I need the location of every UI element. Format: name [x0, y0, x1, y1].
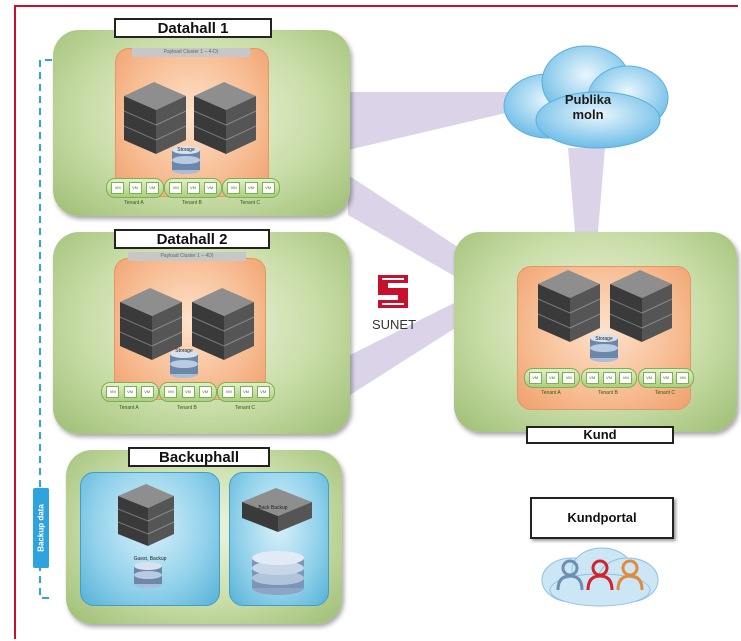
kund-title: Kund: [526, 426, 674, 444]
datahall-2-storage-caption: Storage: [175, 348, 193, 354]
backup-data-label: Backup data: [33, 488, 49, 568]
beam-dh1-kund: [348, 175, 470, 285]
tenant-label: Tenant C: [654, 390, 675, 396]
datahall-1-title: Datahall 1: [114, 18, 272, 38]
user-icon: [616, 559, 644, 591]
tenant-label: Tenant A: [119, 405, 139, 411]
backup-left-devices: [117, 484, 175, 588]
kund-storage-caption: Storage: [595, 336, 613, 342]
diagram-frame: [14, 5, 738, 639]
sunet-label: SUNET: [371, 317, 417, 332]
kund-servers: [537, 270, 673, 362]
server-rack-icon: [193, 82, 257, 154]
tenant-label: Tenant C: [234, 405, 255, 411]
backup-left-caption: Guest, Backup: [133, 556, 167, 562]
storage-icon: [252, 551, 304, 595]
server-rack-icon: [191, 288, 255, 360]
server-rack-icon: [119, 288, 183, 360]
tenant-label: Tenant A: [124, 200, 144, 206]
beam-cloud-kund: [568, 148, 605, 232]
tenant-label: Tenant C: [239, 200, 260, 206]
datahall-1-storage-caption: Storage: [177, 147, 195, 153]
server-rack-icon: [123, 82, 187, 154]
datahall-1-servers: [123, 82, 257, 174]
backup-right-caption: Back Backup: [258, 505, 288, 511]
datahall-1-cluster-label: Payload Cluster 1 – 4-D): [132, 48, 250, 57]
storage-icon: [590, 334, 618, 362]
tenant-label: Tenant B: [177, 405, 197, 411]
backup-appliance-icon: [242, 488, 312, 532]
datahall-2-cluster-label: Payload Cluster 1 – 4D): [128, 252, 246, 261]
backuphall-title: Backuphall: [128, 447, 270, 467]
tenant-label: Tenant A: [541, 390, 561, 396]
tenant-label: Tenant B: [182, 200, 202, 206]
storage-icon: [170, 350, 198, 378]
sunet-logo-icon: [378, 275, 408, 308]
cloud-icon: [503, 45, 669, 149]
kundportal-title[interactable]: Kundportal: [530, 497, 674, 539]
cloud-label: Publika moln: [564, 92, 612, 122]
tenant-label: Tenant B: [598, 390, 618, 396]
backup-dashed-line: [39, 59, 52, 599]
user-icon: [556, 559, 584, 591]
backup-right-devices: [242, 488, 312, 595]
beam-dh1-cloud: [348, 92, 510, 150]
server-rack-icon: [117, 484, 175, 546]
server-rack-icon: [609, 270, 673, 342]
datahall-2-servers: [119, 288, 255, 378]
server-rack-icon: [537, 270, 601, 342]
storage-icon: [134, 562, 162, 588]
user-icon: [586, 559, 614, 591]
storage-icon: [172, 146, 200, 174]
datahall-2-title: Datahall 2: [114, 229, 270, 249]
beam-dh2-kund: [350, 300, 460, 395]
users-cloud-icon: [541, 547, 659, 607]
